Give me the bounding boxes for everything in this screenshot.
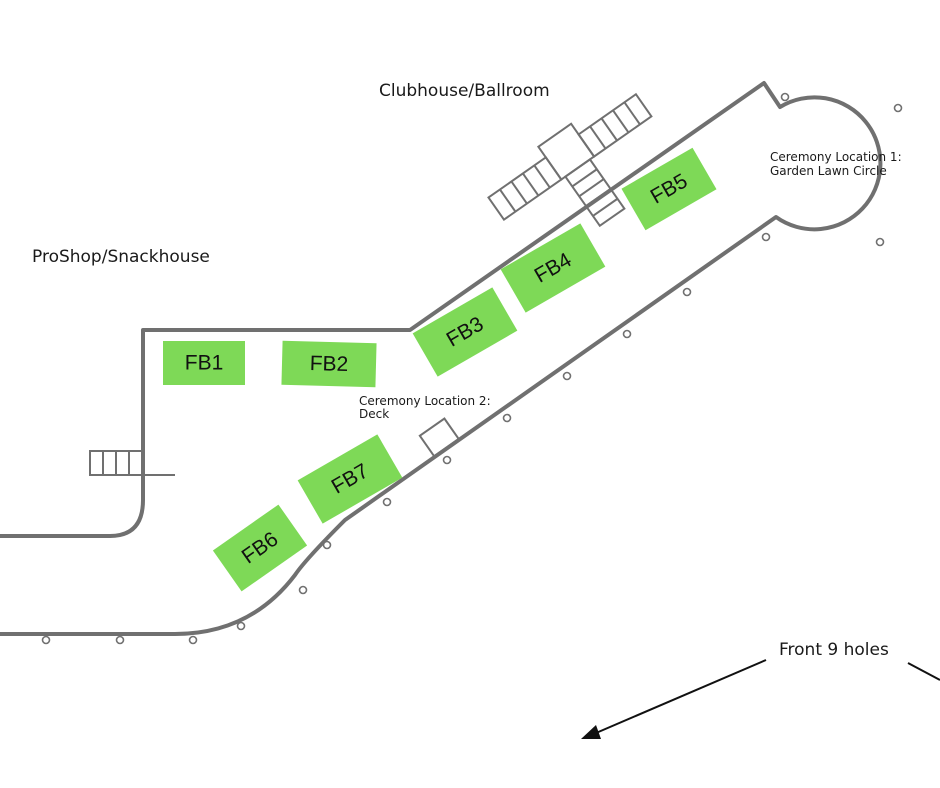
station-fb4[interactable]: FB4 [500,223,606,313]
lamp-post [236,621,246,631]
clubhouse-stairs [487,92,653,228]
station-fb7[interactable]: FB7 [297,434,403,524]
station-fb1-box [163,341,245,385]
deck-platform-square [418,417,461,458]
stair-right [577,92,653,158]
lamp-post [682,287,692,297]
lamp-post [382,497,392,507]
proshop-label: ProShop/Snackhouse [32,247,210,267]
stair-landing [536,122,596,181]
station-fb6[interactable]: FB6 [212,504,308,592]
lamp-post [188,635,198,645]
station-fb3-box [412,287,518,377]
lamp-post [115,635,125,645]
station-fb2-label: FB2 [309,352,348,376]
station-fb4-box [500,223,606,313]
station-fb5-box [621,147,717,231]
station-fb2-box [281,340,377,388]
lamp-post [322,540,332,550]
station-fb7-box [297,434,403,524]
lamp-post [442,455,452,465]
lamp-post [562,371,572,381]
station-fb3[interactable]: FB3 [412,287,518,377]
lamp-post [298,585,308,595]
front-nine-arrow [581,659,767,739]
lamp-post [41,635,51,645]
proshop-stairs [89,450,175,476]
station-fb5[interactable]: FB5 [621,147,717,231]
stair-left [487,155,563,222]
lamp-post [780,92,790,102]
front-nine-label: Front 9 holes [779,640,889,660]
lamp-post [622,329,632,339]
lamp-post [875,237,885,247]
lamp-post [761,232,771,242]
station-fb1-label: FB1 [185,352,224,375]
stair-down [564,158,626,228]
ceremony1-label-line2: Garden Lawn Circle [770,164,887,178]
lamp-posts [41,92,903,645]
ceremony2-label-line2: Deck [359,407,389,421]
deck-upper-edge [0,81,883,636]
deck-outline [0,81,883,636]
lamp-post [502,413,512,423]
clubhouse-label: Clubhouse/Ballroom [379,81,550,101]
ceremony1-label-line1: Ceremony Location 1: [770,150,902,164]
lamp-post [893,103,903,113]
ceremony2-label-line1: Ceremony Location 2: [359,394,491,408]
station-fb6-box [212,504,308,592]
station-fb2[interactable]: FB2 [281,340,377,388]
station-fb1[interactable]: FB1 [163,341,245,385]
back-nine-arrow-stub [907,662,940,681]
